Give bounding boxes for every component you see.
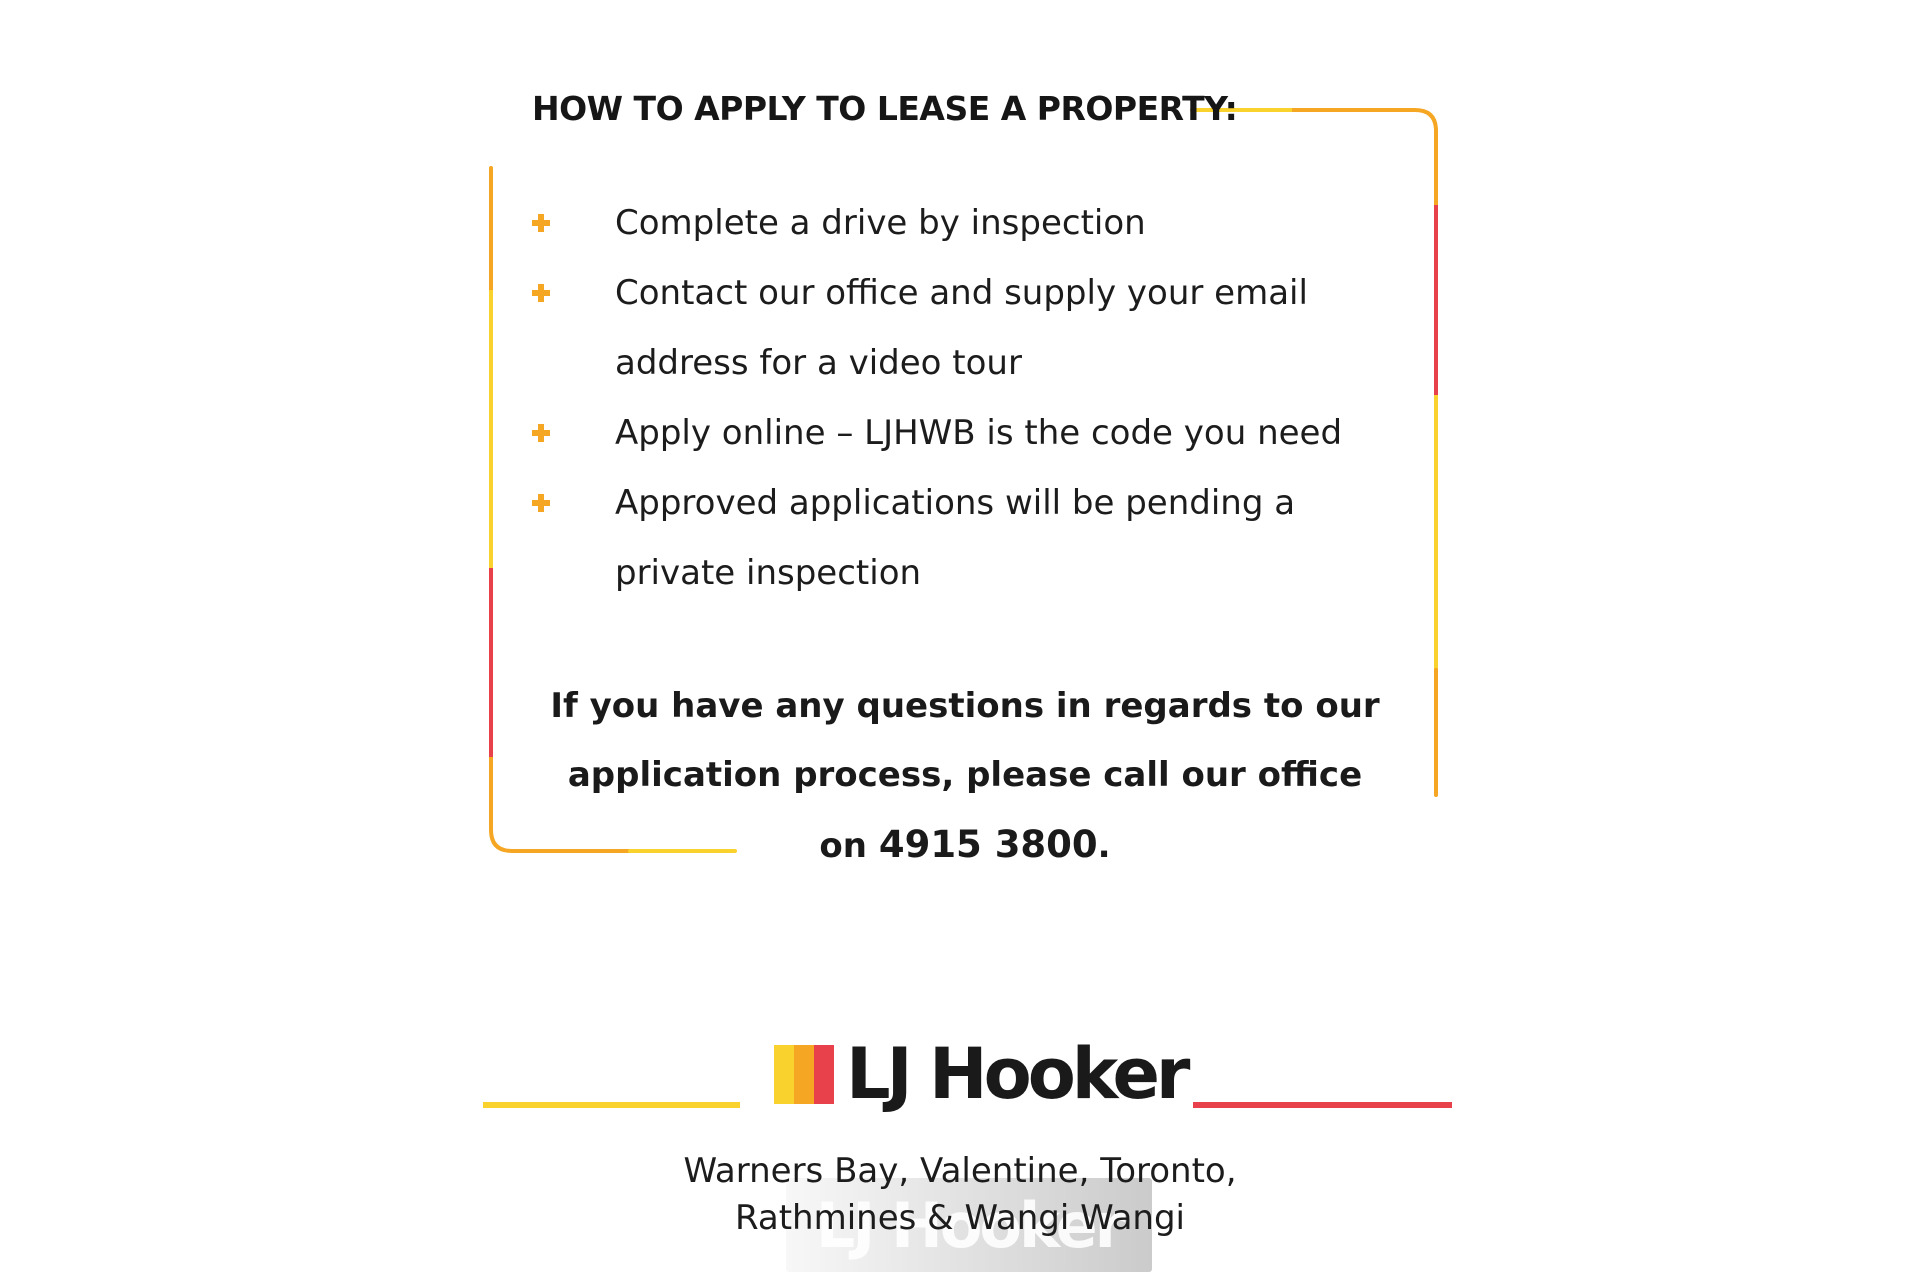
step-item: Contact our office and supply your email… [520, 258, 1380, 398]
page-title: HOW TO APPLY TO LEASE A PROPERTY: [532, 89, 1238, 128]
step-text: Approved applications will be pending a … [615, 483, 1296, 593]
step-text: Complete a drive by inspection [615, 203, 1146, 243]
watermark-text: LJ Hooker [815, 1188, 1125, 1262]
brand-name: LJ Hooker [846, 1033, 1190, 1115]
step-text: Contact our office and supply your email… [615, 273, 1308, 383]
steps-list: Complete a drive by inspection Contact o… [520, 188, 1380, 608]
contact-message: If you have any questions in regards to … [540, 672, 1390, 881]
step-item: Complete a drive by inspection [520, 188, 1380, 258]
logo-color-bars [774, 1044, 834, 1104]
office-locations: Warners Bay, Valentine, Toronto, Rathmin… [560, 1148, 1360, 1242]
frame-top-right-corner [1190, 108, 1438, 207]
locations-line-2: Rathmines & Wangi Wangi [735, 1198, 1185, 1238]
step-text: Apply online – LJHWB is the code you nee… [615, 413, 1343, 453]
logo-bar-yellow [774, 1044, 794, 1104]
frame-bottom-left-corner [489, 757, 630, 853]
step-item: Approved applications will be pending a … [520, 468, 1380, 608]
phone-number: 4915 3800 [878, 823, 1098, 866]
logo-bar-orange [794, 1044, 814, 1104]
plus-icon [532, 214, 550, 232]
locations-line-1: Warners Bay, Valentine, Toronto, [683, 1151, 1237, 1191]
plus-icon [532, 494, 550, 512]
step-item: Apply online – LJHWB is the code you nee… [520, 398, 1380, 468]
brand-logo: LJ Hooker [774, 1033, 1190, 1115]
logo-bar-red [814, 1044, 834, 1104]
contact-text: If you have any questions in regards to … [550, 686, 1380, 866]
plus-icon [532, 424, 550, 442]
watermark: LJ Hooker [786, 1178, 1152, 1272]
plus-icon [532, 284, 550, 302]
contact-suffix: . [1097, 826, 1111, 866]
